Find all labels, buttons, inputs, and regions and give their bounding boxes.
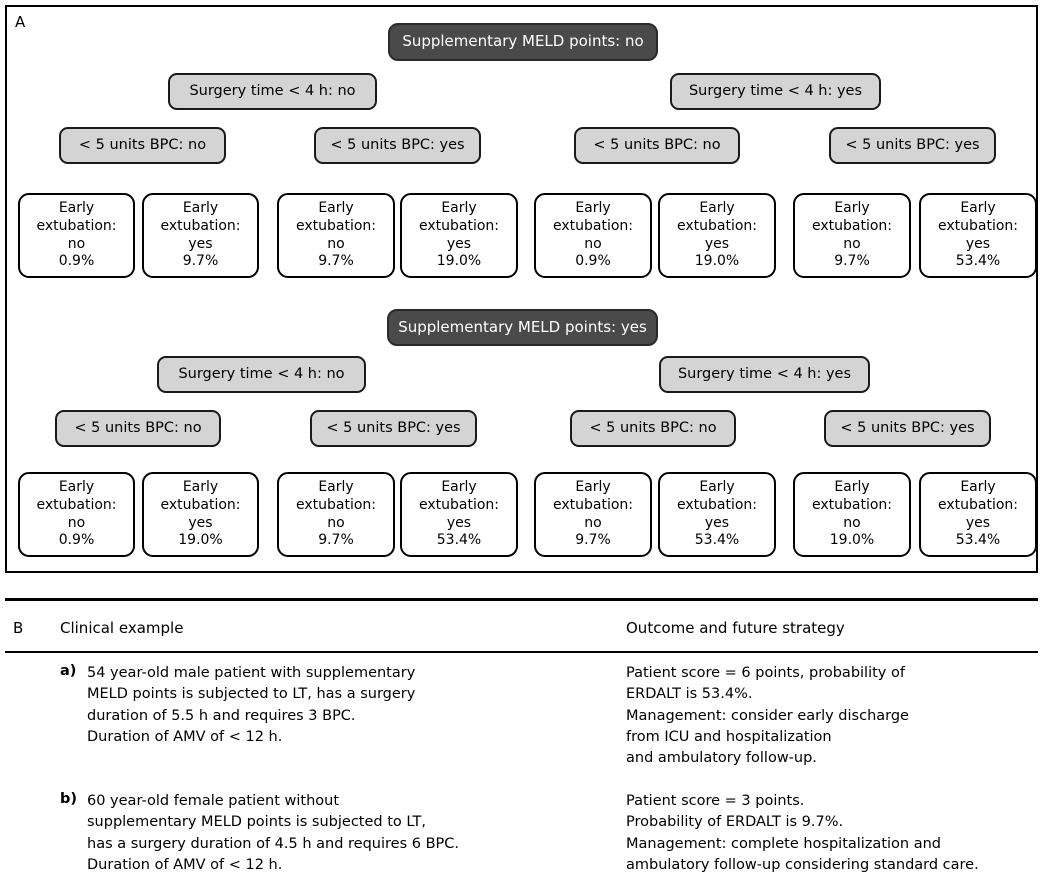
tree-leaf-node-extubation: Early extubation: no 19.0%: [793, 472, 911, 557]
example-description-a: 54 year-old male patient with supplement…: [87, 665, 416, 745]
tree-node-bpc-units: < 5 units BPC: no: [59, 127, 226, 164]
tree-node-surgery-time: Surgery time < 4 h: no: [168, 73, 377, 110]
tree-leaf-node-extubation: Early extubation: yes 19.0%: [658, 193, 776, 278]
tree-leaf-node-extubation: Early extubation: no 9.7%: [793, 193, 911, 278]
tree-node-bpc-units: < 5 units BPC: yes: [829, 127, 996, 164]
tree-leaf-node-extubation: Early extubation: yes 19.0%: [400, 193, 518, 278]
tree-leaf-node-extubation: Early extubation: yes 53.4%: [919, 193, 1037, 278]
example-description-b: 60 year-old female patient without suppl…: [87, 793, 460, 873]
panel-a-label: A: [15, 13, 26, 31]
tree-node-surgery-time: Surgery time < 4 h: yes: [659, 356, 870, 393]
example-marker-a: a): [60, 663, 77, 679]
tree-node-bpc-units: < 5 units BPC: no: [570, 410, 736, 447]
tree-leaf-node-extubation: Early extubation: yes 53.4%: [400, 472, 518, 557]
tree-leaf-node-extubation: Early extubation: no 9.7%: [277, 472, 395, 557]
tree-node-bpc-units: < 5 units BPC: yes: [314, 127, 481, 164]
example-outcome-b: Patient score = 3 points. Probability of…: [626, 793, 979, 873]
tree-leaf-node-extubation: Early extubation: no 9.7%: [534, 472, 652, 557]
tree-node-bpc-units: < 5 units BPC: yes: [824, 410, 991, 447]
tree-node-surgery-time: Surgery time < 4 h: no: [157, 356, 366, 393]
panel-b-label: B: [13, 619, 24, 637]
tree-node-surgery-time: Surgery time < 4 h: yes: [670, 73, 881, 110]
tree-leaf-node-extubation: Early extubation: no 0.9%: [18, 472, 135, 557]
tree-leaf-node-extubation: Early extubation: no 9.7%: [277, 193, 395, 278]
column-header-clinical-example: Clinical example: [60, 619, 184, 637]
example-marker-b: b): [60, 791, 78, 807]
tree-node-bpc-units: < 5 units BPC: no: [574, 127, 740, 164]
tree-node-bpc-units: < 5 units BPC: no: [55, 410, 221, 447]
tree-root-node: Supplementary MELD points: no: [388, 23, 658, 61]
tree-node-bpc-units: < 5 units BPC: yes: [310, 410, 477, 447]
tree-leaf-node-extubation: Early extubation: yes 9.7%: [142, 193, 259, 278]
panel-a-decision-tree: A Supplementary MELD points: no Surgery t…: [5, 5, 1038, 573]
tree-root-node: Supplementary MELD points: yes: [387, 309, 658, 346]
tree-leaf-node-extubation: Early extubation: yes 19.0%: [142, 472, 259, 557]
decision-tree-meld-no: Supplementary MELD points: no Surgery tim…: [7, 7, 1037, 571]
tree-leaf-node-extubation: Early extubation: yes 53.4%: [919, 472, 1037, 557]
tree-leaf-node-extubation: Early extubation: no 0.9%: [534, 193, 652, 278]
panel-b-header-row: Clinical example Outcome and future stra…: [5, 609, 1038, 645]
tree-leaf-node-extubation: Early extubation: no 0.9%: [18, 193, 135, 278]
header-divider: [5, 651, 1038, 653]
tree-leaf-node-extubation: Early extubation: yes 53.4%: [658, 472, 776, 557]
example-outcome-a: Patient score = 6 points, probability of…: [626, 665, 909, 767]
column-header-outcome-strategy: Outcome and future strategy: [626, 619, 845, 637]
panel-b-clinical-examples: B Clinical example Outcome and future st…: [5, 598, 1038, 880]
